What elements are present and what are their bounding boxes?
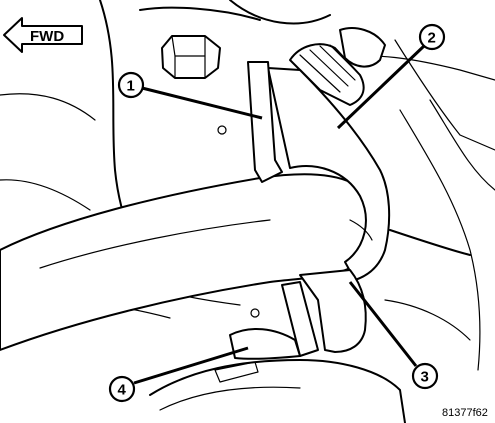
callout-3-number: 3 [421, 369, 429, 386]
bushing-2 [267, 67, 391, 281]
fwd-label: FWD [30, 28, 64, 45]
callout-1: 1 [117, 71, 263, 120]
callout-2: 2 [336, 23, 446, 130]
mounting-bolt [161, 35, 221, 79]
callout-4: 4 [108, 346, 249, 403]
bushing-retainer-4 [214, 281, 319, 383]
callout-2-number: 2 [428, 30, 436, 47]
figure-id: 81377f62 [442, 407, 488, 419]
steering-boot [289, 27, 386, 106]
callout-3: 3 [348, 281, 439, 390]
fwd-direction-arrow: FWD [3, 17, 83, 53]
callout-1-number: 1 [127, 78, 135, 95]
stabilizer-bar [0, 173, 376, 351]
callout-4-number: 4 [118, 382, 127, 399]
bushing-bracket-3 [299, 269, 367, 353]
bushing-retainer-1 [217, 61, 283, 183]
